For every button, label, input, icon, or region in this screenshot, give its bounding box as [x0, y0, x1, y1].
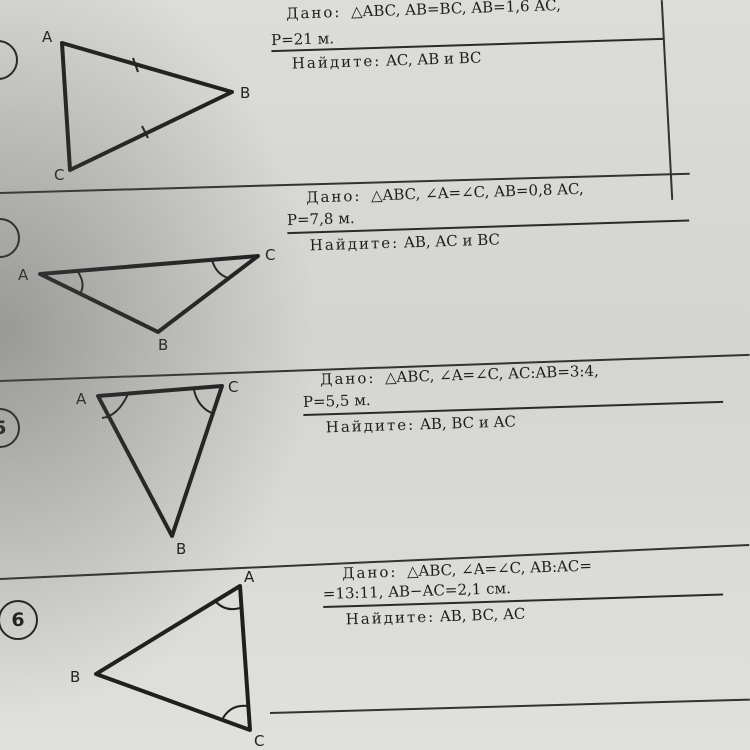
find-text: AC, AB и BC	[385, 48, 482, 70]
vertex-b-label: B	[70, 668, 80, 686]
find-label: Найдите:	[309, 233, 400, 255]
problem-5: 5 A C B Дано: △ABC, ∠A=∠C, AC:AB=3:4, P=…	[0, 362, 750, 578]
find-text: AB, BC и AC	[419, 412, 517, 434]
given-label: Дано:	[319, 368, 376, 389]
vertex-c-label: C	[228, 378, 238, 396]
vertex-a-label: A	[42, 28, 53, 46]
given-line2: P=5,5 м.	[302, 390, 371, 412]
find-label: Найдите:	[345, 607, 436, 629]
given-label: Дано:	[285, 2, 342, 23]
vertex-b-label: B	[158, 336, 168, 354]
vertex-a-label: A	[18, 266, 29, 284]
given-line1: △ABC, AB=BC, AB=1,6 AC,	[350, 0, 562, 21]
vertex-c-label: C	[54, 166, 64, 184]
triangle-figure: A B C	[70, 568, 264, 750]
vertex-c-label: C	[265, 246, 275, 264]
problem-6: 6 A B C Дано: △ABC, ∠A=∠C, AB:AC= =13:11…	[0, 557, 750, 750]
triangle-figure: A B C	[42, 28, 250, 184]
triangle-figure: A C B	[18, 246, 275, 354]
vertex-a-label: A	[76, 390, 87, 408]
problem-2: A C B Дано: △ABC, ∠A=∠C, AB=0,8 AC, P=7,…	[0, 180, 750, 380]
given-line2: =13:11, AB−AC=2,1 см.	[322, 579, 512, 604]
find-label: Найдите:	[325, 415, 416, 437]
given-label: Дано:	[305, 186, 362, 207]
find-text: AB, AC и BC	[403, 230, 501, 252]
find-text: AB, BC, AC	[439, 604, 526, 626]
vertex-b-label: B	[176, 540, 186, 558]
given-line2: P=21 м.	[270, 29, 335, 50]
vertex-b-label: B	[240, 84, 250, 102]
vertex-a-label: A	[244, 568, 255, 586]
problem-number: 6	[0, 600, 38, 640]
find-label: Найдите:	[291, 51, 382, 73]
given-line2: P=7,8 м.	[286, 208, 355, 230]
vertex-c-label: C	[254, 732, 264, 750]
triangle-figure: A C B	[76, 378, 238, 558]
given-label: Дано:	[341, 562, 398, 583]
problem-1: A B C Дано: △ABC, AB=BC, AB=1,6 AC, P=21…	[0, 0, 750, 195]
